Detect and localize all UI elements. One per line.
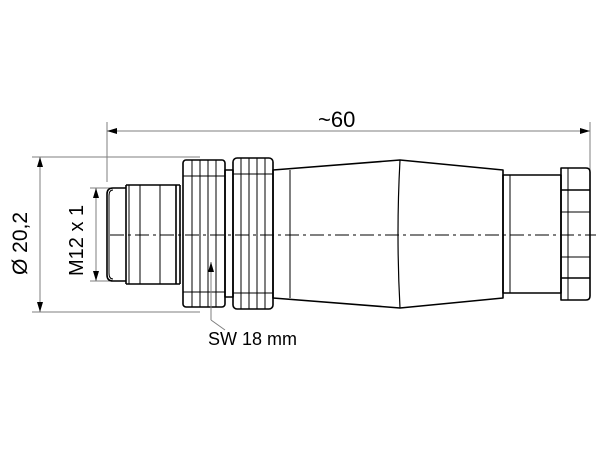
thread-label: M12 x 1 xyxy=(66,205,88,276)
length-arrow-right xyxy=(580,128,590,134)
body-housing xyxy=(272,159,504,309)
thread-arrow-bottom xyxy=(93,271,99,281)
hex-nut xyxy=(224,169,234,298)
coupling-nut xyxy=(182,159,226,308)
cable-gland-nut xyxy=(560,167,591,301)
cable-sleeve xyxy=(502,174,562,294)
connector-body xyxy=(106,157,591,310)
diameter-arrow-bottom xyxy=(37,302,43,312)
length-label: ~60 xyxy=(318,107,355,132)
thread-dimension xyxy=(90,187,110,282)
grip-ring xyxy=(232,157,274,310)
diameter-label: Ø 20,2 xyxy=(9,212,32,275)
thread-arrow-top xyxy=(93,188,99,198)
wrench-size-leader xyxy=(208,262,226,331)
diameter-dimension xyxy=(32,156,200,313)
length-dimension xyxy=(106,122,591,182)
wrench-size-label: SW 18 mm xyxy=(208,329,297,349)
diameter-arrow-top xyxy=(37,157,43,167)
length-arrow-left xyxy=(107,128,117,134)
